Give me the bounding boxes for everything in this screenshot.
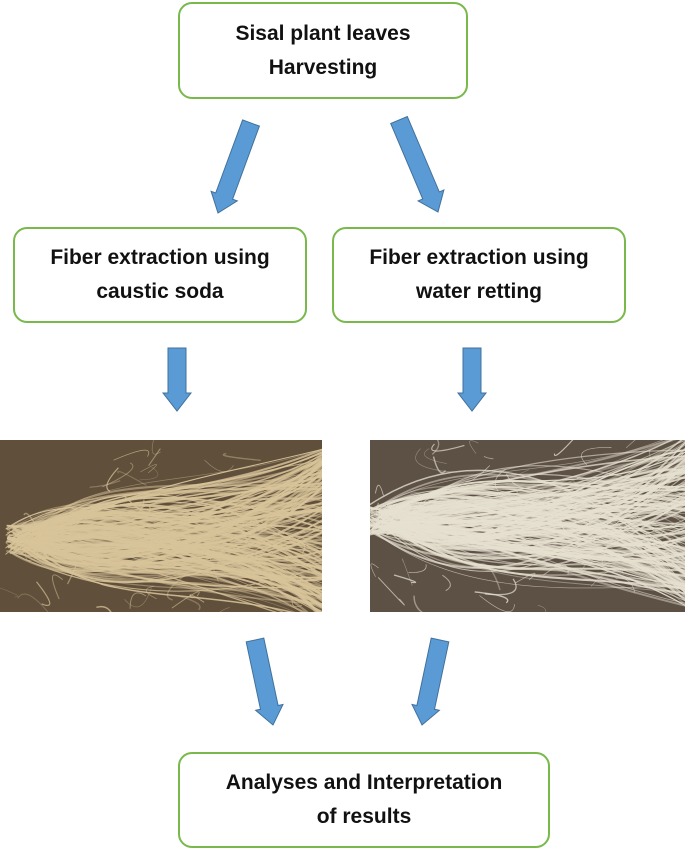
- caustic-soda-extraction-box: Fiber extraction using caustic soda: [13, 227, 307, 323]
- harvesting-line2: Harvesting: [268, 55, 378, 79]
- arrow-left-box-to-photo: [161, 347, 193, 412]
- results-line1: Analyses and Interpretation: [225, 771, 503, 794]
- analyses-results-box: Analyses and Interpretation of results: [178, 752, 550, 848]
- arrow-top-to-left: [210, 119, 261, 214]
- water-line1: Fiber extraction using: [369, 246, 589, 269]
- results-line2: of results: [316, 805, 412, 828]
- arrow-right-photo-to-results: [411, 637, 450, 726]
- caustic-soda-fiber-photo: [0, 440, 322, 612]
- arrow-left-photo-to-results: [245, 637, 284, 726]
- water-retting-fiber-photo: [370, 440, 685, 612]
- harvesting-box: Sisal plant leaves Harvesting: [178, 2, 468, 99]
- water-line2: water retting: [415, 280, 543, 303]
- arrow-right-box-to-photo: [456, 347, 488, 412]
- harvesting-line1: Sisal plant leaves: [235, 21, 411, 45]
- caustic-line1: Fiber extraction using: [50, 246, 270, 269]
- water-retting-extraction-box: Fiber extraction using water retting: [332, 227, 626, 323]
- arrow-top-to-right: [390, 115, 445, 213]
- caustic-line2: caustic soda: [96, 280, 224, 303]
